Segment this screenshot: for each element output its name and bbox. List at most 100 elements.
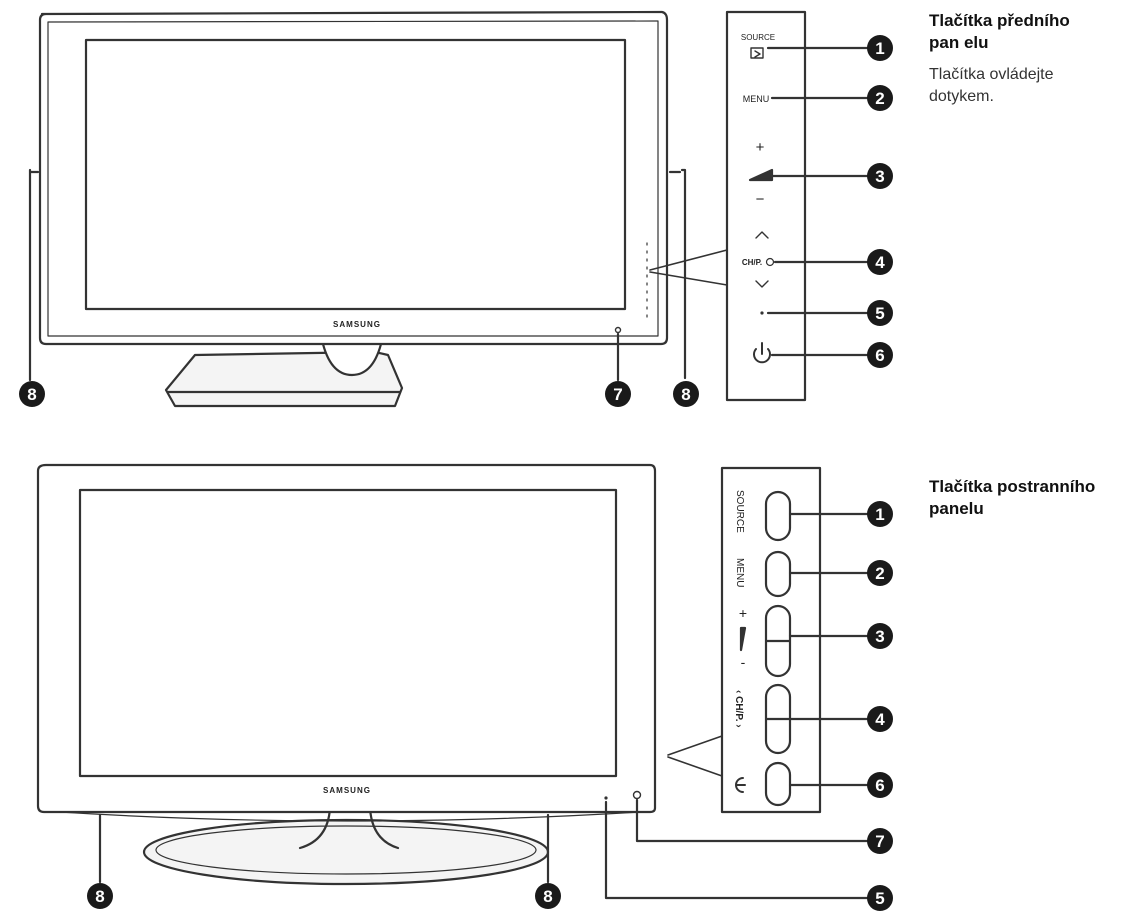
top-tv-stand-neck	[320, 338, 384, 377]
bottom-tv-bottom-strip	[59, 811, 641, 822]
front-callout-marker	[605, 381, 631, 407]
bottom-tv-power-sensor	[632, 790, 642, 800]
side-volume-plus-label: +	[739, 605, 747, 621]
side-callout-8-8: 8	[535, 883, 561, 909]
callout-5-line-bottom	[604, 800, 874, 900]
side-callout-number: 2	[875, 564, 884, 583]
side-volume-rocker[interactable]	[764, 604, 792, 678]
front-callout-7-6: 7	[605, 381, 631, 407]
front-callout-number: 2	[875, 89, 884, 108]
side-callout-8-7: 8	[87, 883, 113, 909]
side-callout-number: 8	[95, 887, 104, 906]
front-callout-1-0: 1	[867, 35, 893, 61]
ch-power-mini-icon	[765, 257, 775, 267]
side-callout-number: 7	[875, 832, 884, 851]
front-control-panel-outline	[725, 10, 807, 402]
side-callout-number: 4	[875, 710, 885, 729]
top-tv-illustration	[28, 10, 728, 408]
side-callout-marker	[867, 828, 893, 854]
side-callout-marker	[867, 772, 893, 798]
side-callout-number: 1	[875, 505, 884, 524]
front-callout-3-2: 3	[867, 163, 893, 189]
side-menu-button[interactable]	[764, 550, 792, 598]
front-callout-2-1: 2	[867, 85, 893, 111]
front-callout-marker	[673, 381, 699, 407]
front-callout-number: 3	[875, 167, 884, 186]
side-source-label: SOURCE	[734, 490, 745, 533]
top-tv-screen	[84, 38, 627, 311]
side-control-panel	[720, 466, 872, 814]
bottom-tv-stand-base-inner	[155, 825, 537, 875]
side-callout-marker	[87, 883, 113, 909]
front-panel-connector	[649, 249, 728, 286]
side-callout-marker	[867, 560, 893, 586]
top-tv-brand: SAMSUNG	[333, 320, 381, 329]
chevron-up-icon	[755, 231, 769, 239]
bottom-tv-illustration	[36, 463, 874, 900]
bottom-tv-bezel	[36, 463, 657, 814]
side-source-button[interactable]	[764, 490, 792, 542]
top-tv-power-led	[614, 326, 622, 334]
front-volume-plus-label: +	[756, 139, 765, 156]
side-callout-marker	[535, 883, 561, 909]
side-callout-2-1: 2	[867, 560, 893, 586]
front-source-label: SOURCE	[741, 33, 775, 42]
front-callout-4-3: 4	[867, 249, 893, 275]
side-power-button[interactable]	[764, 761, 792, 807]
front-callout-marker	[19, 381, 45, 407]
front-callout-marker	[867, 35, 893, 61]
front-callout-8-8: 8	[673, 381, 699, 407]
front-callout-5-4: 5	[867, 300, 893, 326]
side-volume-ramp-icon	[739, 626, 747, 652]
side-menu-label: MENU	[734, 558, 745, 587]
front-channel-label: CH/P.	[742, 258, 762, 267]
front-callout-number: 8	[681, 385, 690, 404]
bottom-tv-brand: SAMSUNG	[323, 786, 371, 795]
side-power-icon	[735, 777, 746, 793]
front-callout-marker	[867, 300, 893, 326]
front-callout-number: 6	[875, 346, 884, 365]
side-channel-label: ‹ CH/P. ›	[733, 690, 744, 728]
source-icon	[750, 47, 764, 59]
front-callout-8-7: 8	[19, 381, 45, 407]
side-callout-7-5: 7	[867, 828, 893, 854]
side-callout-5-6: 5	[867, 885, 893, 911]
front-callout-marker	[867, 85, 893, 111]
front-panel-description: Tlačítka ovládejte dotykem.	[929, 66, 1054, 105]
side-callout-number: 5	[875, 889, 884, 908]
side-control-panel-outline	[720, 466, 822, 814]
top-tv-bezel	[38, 10, 669, 346]
side-channel-rocker[interactable]	[764, 683, 792, 755]
side-callout-marker	[867, 623, 893, 649]
front-panel-title: Tlačítka předního pan elu	[929, 11, 1070, 52]
side-callout-number: 6	[875, 776, 884, 795]
power-icon	[753, 342, 771, 364]
bottom-tv-stand-neck	[298, 806, 400, 850]
side-callout-4-3: 4	[867, 706, 893, 732]
front-menu-label: MENU	[743, 94, 770, 104]
side-callout-marker	[867, 501, 893, 527]
callout-8-right-leader-top	[680, 168, 687, 380]
side-callout-1-0: 1	[867, 501, 893, 527]
front-callout-number: 4	[875, 253, 885, 272]
bottom-tv-screen	[78, 488, 618, 778]
top-tv-bezel-edge	[47, 20, 659, 337]
front-callout-marker	[867, 249, 893, 275]
side-callout-number: 3	[875, 627, 884, 646]
front-callout-number: 8	[27, 385, 36, 404]
front-callout-6-5: 6	[867, 342, 893, 368]
callout-7-line-bottom	[635, 798, 874, 843]
side-callout-3-2: 3	[867, 623, 893, 649]
side-callout-6-4: 6	[867, 772, 893, 798]
side-callout-number: 8	[543, 887, 552, 906]
front-led-dot	[760, 311, 764, 315]
side-callout-marker	[867, 706, 893, 732]
side-callout-marker	[867, 885, 893, 911]
front-callout-marker	[867, 342, 893, 368]
volume-ramp-icon	[748, 168, 774, 182]
side-volume-minus-label: -	[741, 654, 746, 670]
front-panel-caption: Tlačítka předního pan elu Tlačítka ovlád…	[929, 10, 1070, 108]
front-callout-number: 1	[875, 39, 884, 58]
bottom-tv-led	[604, 796, 608, 800]
